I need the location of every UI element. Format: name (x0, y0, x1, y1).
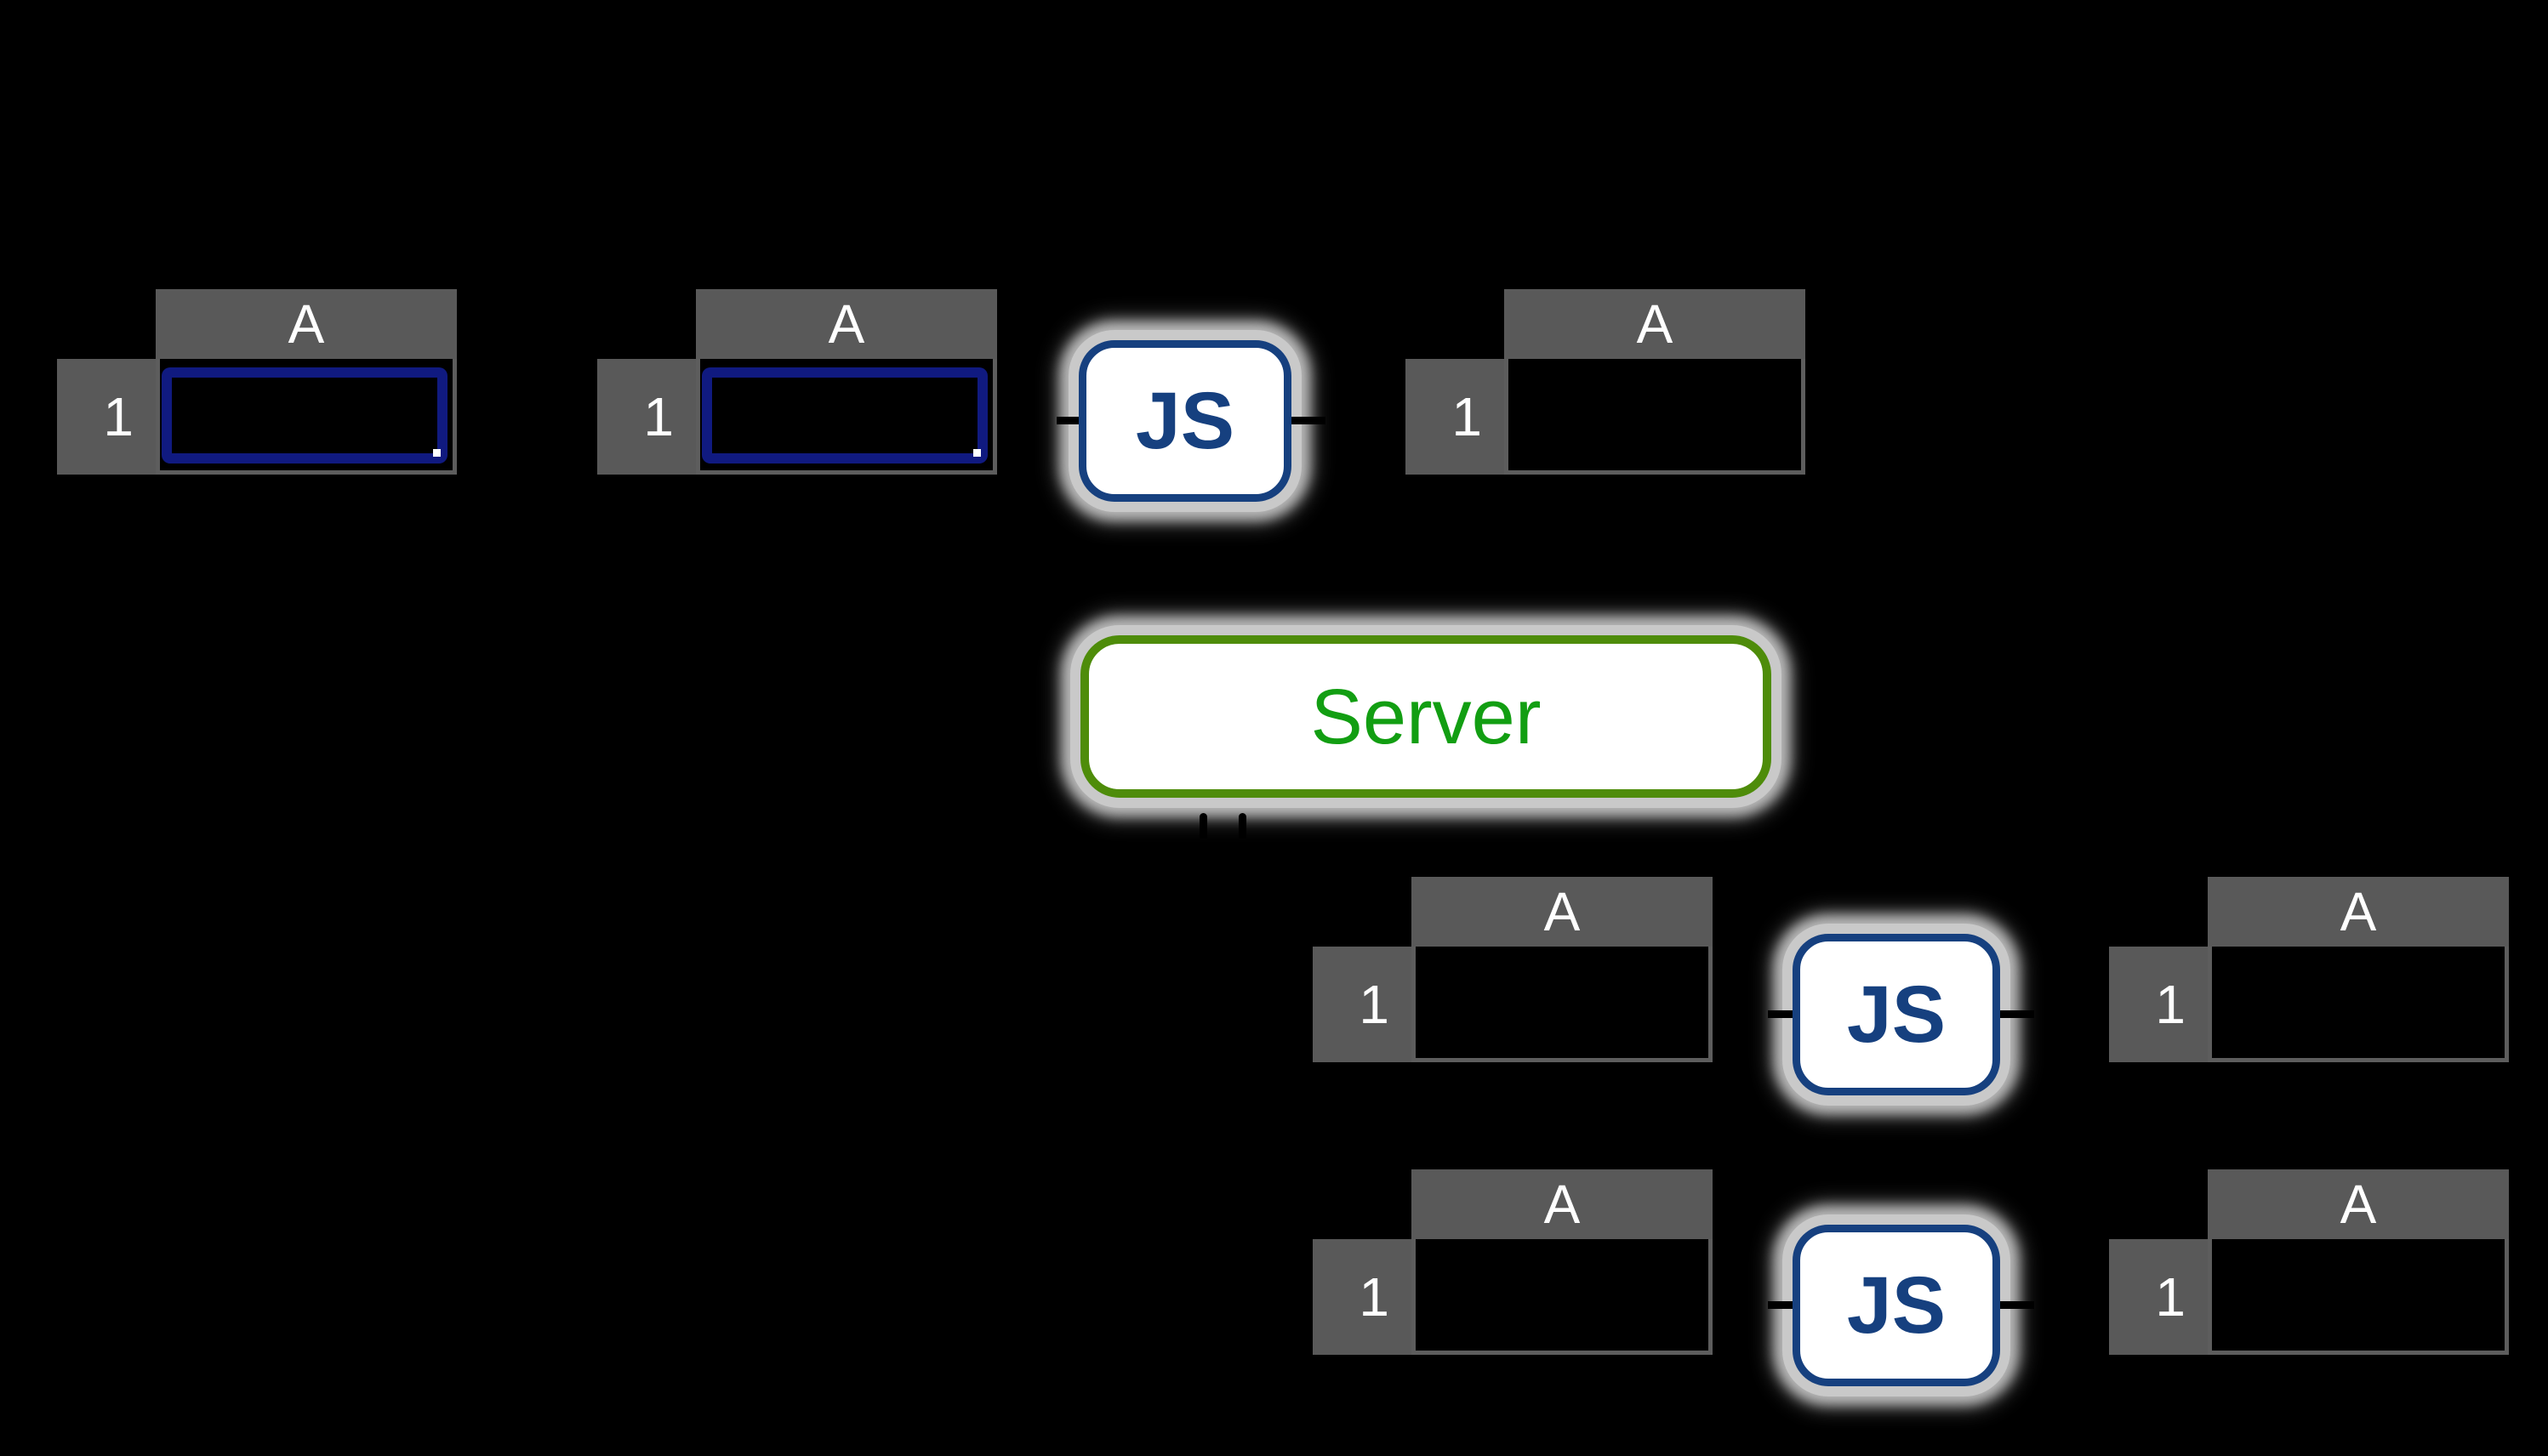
spreadsheet-table-2: A 1 (597, 289, 1001, 478)
row-header: 1 (597, 359, 696, 475)
selection-border (162, 367, 447, 464)
cell-a1 (1504, 359, 1805, 475)
column-header: A (696, 289, 997, 359)
js-addin-box-3: JS (1793, 1225, 2000, 1386)
connector-stub-js3-left (1768, 1301, 1793, 1309)
server-label: Server (1310, 673, 1542, 760)
column-header: A (2208, 1169, 2509, 1239)
connector-stub-js3-right (2000, 1301, 2034, 1309)
column-header: A (2208, 877, 2509, 947)
js-label: JS (1135, 375, 1235, 466)
connector-stub-js2-right (2000, 1010, 2034, 1018)
spreadsheet-table-3: A 1 (1405, 289, 1810, 478)
spreadsheet-table-5: A 1 (2109, 877, 2513, 1066)
cell-a1 (696, 359, 997, 475)
spreadsheet-table-6: A 1 (1313, 1169, 1717, 1358)
server-box: Server (1080, 635, 1771, 798)
js-addin-box-2: JS (1793, 934, 2000, 1095)
column-header: A (1411, 877, 1713, 947)
connector-stub-server-down-1 (1200, 813, 1207, 839)
cell-a1 (1411, 947, 1713, 1062)
row-header: 1 (2109, 1239, 2208, 1355)
connector-stub-js2-left (1768, 1010, 1793, 1018)
column-header: A (156, 289, 457, 359)
cell-a1 (2208, 1239, 2509, 1355)
selection-border (702, 367, 988, 464)
spreadsheet-table-7: A 1 (2109, 1169, 2513, 1358)
connector-stub-js1-right (1291, 417, 1325, 424)
connector-stub-server-down-2 (1239, 813, 1246, 839)
row-header: 1 (1313, 1239, 1411, 1355)
fill-handle (973, 449, 981, 457)
cell-a1 (1411, 1239, 1713, 1355)
row-header: 1 (1405, 359, 1504, 475)
spreadsheet-table-4: A 1 (1313, 877, 1717, 1066)
fill-handle (433, 449, 441, 457)
js-label: JS (1846, 969, 1947, 1060)
cell-a1 (156, 359, 457, 475)
row-header: 1 (1313, 947, 1411, 1062)
column-header: A (1411, 1169, 1713, 1239)
cell-a1 (2208, 947, 2509, 1062)
row-header: 1 (2109, 947, 2208, 1062)
js-addin-box-1: JS (1079, 340, 1291, 502)
spreadsheet-table-1: A 1 (57, 289, 461, 478)
row-header: 1 (57, 359, 156, 475)
column-header: A (1504, 289, 1805, 359)
connector-stub-js1-left (1057, 417, 1079, 424)
js-label: JS (1846, 1260, 1947, 1351)
